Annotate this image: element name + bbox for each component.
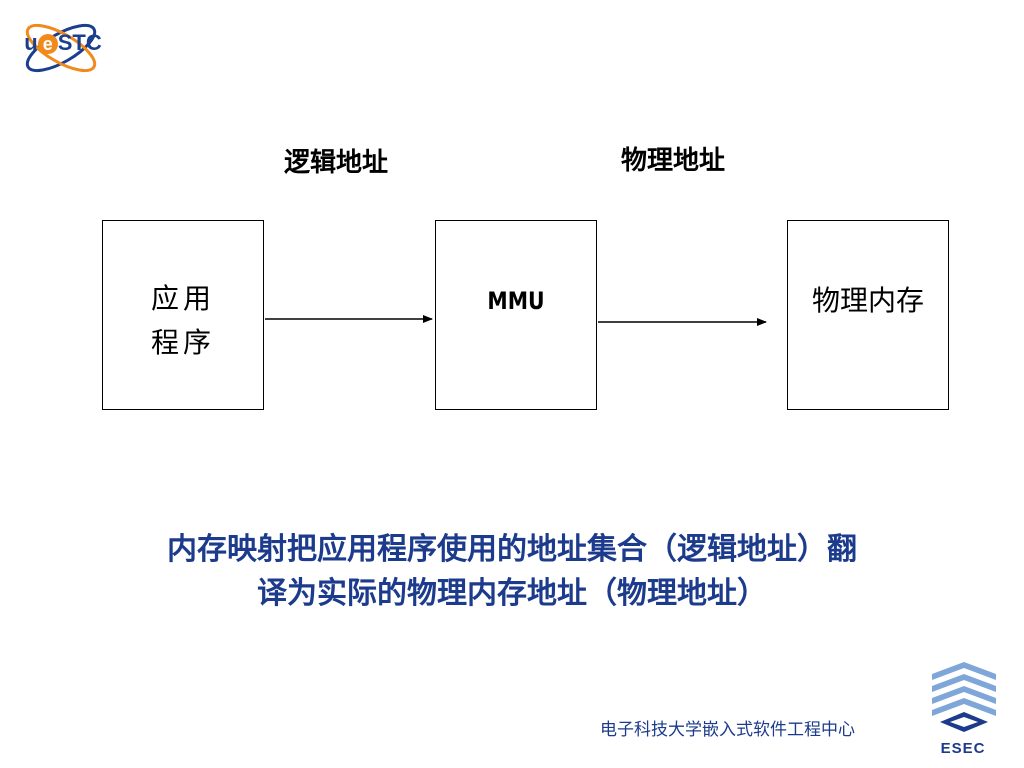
application-label-line2: 程序 <box>150 326 215 359</box>
physical-memory-label: 物理内存 <box>811 284 924 317</box>
physical-memory-box: 物理内存 <box>787 220 949 410</box>
footer-org-name: 电子科技大学嵌入式软件工程中心 <box>600 720 855 740</box>
mmu-box: MMU <box>435 220 597 410</box>
caption-line2: 译为实际的物理内存地址（物理地址） <box>257 576 767 611</box>
logical-address-label: 逻辑地址 <box>284 148 389 178</box>
mmu-label: MMU <box>487 287 545 315</box>
application-box: 应用 程序 <box>102 220 264 410</box>
esec-logo <box>932 662 996 732</box>
esec-wordmark: ESEC <box>940 740 986 757</box>
application-label-line1: 应用 <box>150 282 215 315</box>
physical-address-label: 物理地址 <box>621 146 726 176</box>
caption-line1: 内存映射把应用程序使用的地址集合（逻辑地址）翻 <box>167 532 857 567</box>
caption: 内存映射把应用程序使用的地址集合（逻辑地址）翻 译为实际的物理内存地址（物理地址… <box>100 528 924 616</box>
